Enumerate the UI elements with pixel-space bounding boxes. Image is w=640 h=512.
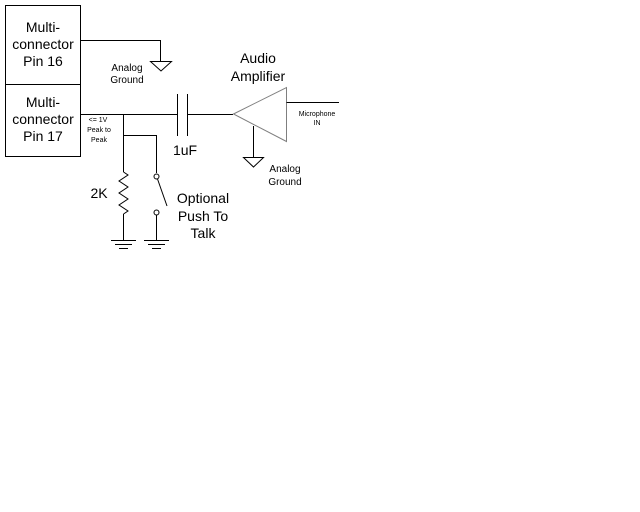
- signal-level-line3: Peak: [91, 137, 107, 144]
- capacitor: [177, 94, 188, 136]
- ptt-label-line1: Optional: [177, 190, 229, 206]
- resistor-ground-symbol: [111, 240, 136, 249]
- analog-ground-top-line2: Ground: [110, 75, 143, 86]
- resistor-label: 2K: [90, 185, 108, 201]
- analog-ground-top-symbol: [149, 61, 173, 72]
- connector-pin17-line3: Pin 17: [23, 128, 63, 144]
- ptt-switch-contact-bottom: [153, 209, 160, 216]
- capacitor-label: 1uF: [173, 142, 197, 158]
- ptt-label-line3: Talk: [191, 225, 217, 241]
- signal-level-line1: <= 1V: [89, 117, 108, 124]
- microphone-in-line1: Microphone: [299, 111, 336, 118]
- connector-pin16-line1: Multi-: [26, 19, 61, 35]
- signal-level-line2: Peak to: [87, 127, 111, 134]
- ptt-switch-lever: [157, 178, 168, 207]
- connector-pin17-box: [5, 84, 81, 157]
- analog-ground-amp-symbol: [242, 157, 265, 168]
- resistor-2k: [118, 171, 129, 215]
- ptt-top-wire: [123, 135, 157, 173]
- analog-ground-amp-line1: Analog: [269, 164, 300, 175]
- analog-ground-top-line1: Analog: [111, 63, 142, 74]
- ptt-switch-contact-top: [153, 173, 160, 180]
- ptt-ground-symbol: [144, 240, 169, 249]
- connector-pin17-line1: Multi-: [26, 94, 61, 110]
- audio-amplifier-triangle: [232, 86, 287, 143]
- ptt-label-line2: Push To: [178, 208, 229, 224]
- audio-amplifier-line2: Amplifier: [231, 68, 286, 84]
- audio-amplifier-line1: Audio: [240, 50, 276, 66]
- connector-pin17: Multi- connector Pin 17: [5, 84, 81, 157]
- connector-pin16-line2: connector: [12, 36, 74, 52]
- microphone-in-line2: IN: [314, 120, 321, 127]
- analog-ground-amp-line2: Ground: [268, 177, 301, 188]
- connector-pin17-line2: connector: [12, 111, 74, 127]
- connector-pin16: Multi- connector Pin 16: [5, 5, 81, 85]
- connector-pin16-line3: Pin 16: [23, 53, 63, 69]
- pin16-ground-wire: [80, 40, 161, 61]
